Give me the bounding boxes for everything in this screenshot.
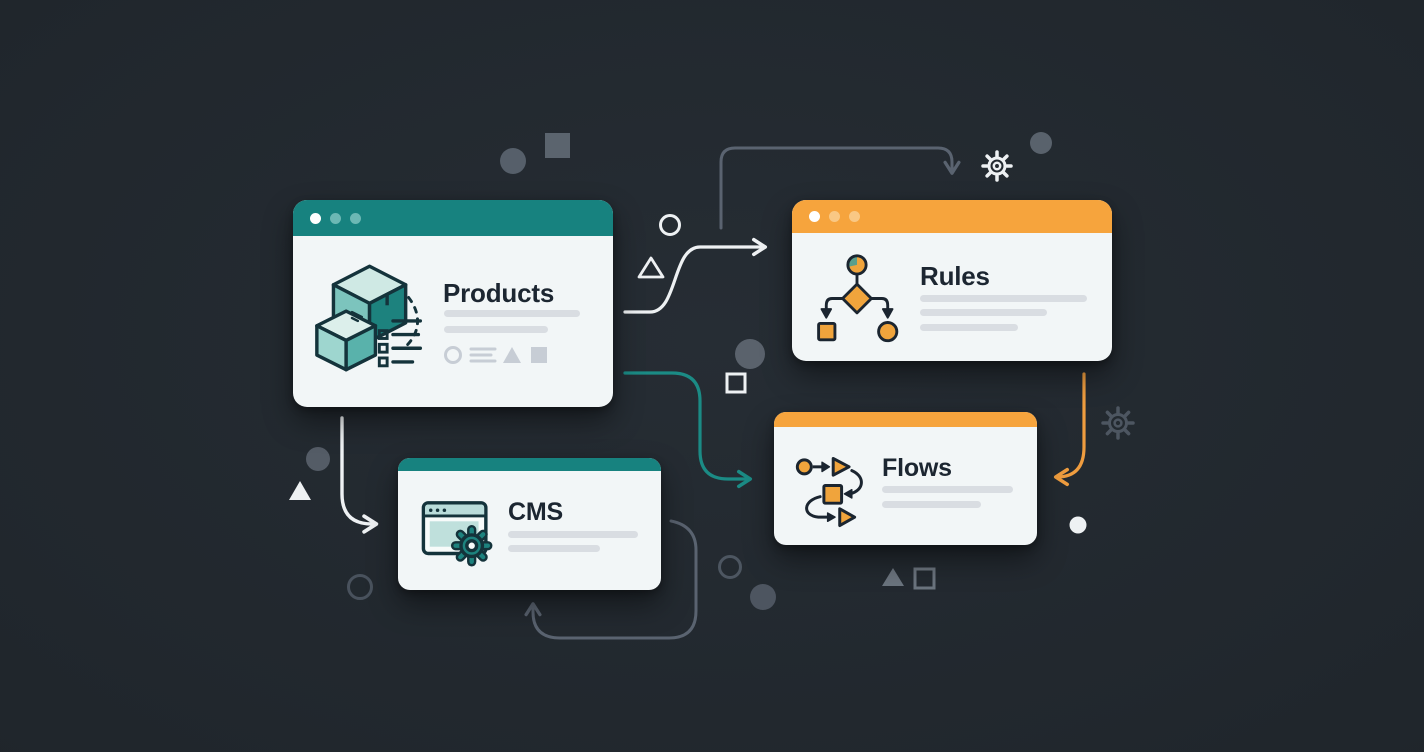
square-glyph: [531, 347, 547, 363]
rules-card-title: Rules: [920, 261, 990, 291]
cms-card-titlebar: [398, 458, 661, 471]
circle-outline-decoration: [718, 555, 742, 579]
cms-bottom-loop-arrow: [524, 519, 698, 640]
dashed-curve: [401, 296, 420, 351]
square-outline-decoration: [725, 372, 747, 394]
placeholder-line: [508, 531, 638, 538]
products-to-cms-arrow: [340, 416, 379, 534]
dot-decoration: [1030, 132, 1052, 154]
loop-to-rules-arrow: [719, 146, 961, 230]
circle-outline-decoration: [659, 214, 681, 236]
products-card-titlebar: [293, 200, 613, 236]
cms-card-title: CMS: [508, 498, 563, 526]
products-card-body: Products: [293, 200, 613, 407]
products-to-flows-arrow: [623, 371, 753, 489]
triangle-decoration: [882, 568, 904, 586]
window-dot: [849, 211, 860, 222]
placeholder-line: [882, 501, 981, 508]
cms-card-window: CMS: [398, 458, 661, 590]
rules-card-window: Rules: [792, 200, 1112, 361]
rules-card-body: Rules: [792, 200, 1112, 361]
window-dot: [310, 212, 321, 224]
square-outline-decoration: [913, 567, 936, 590]
dot-decoration: [735, 339, 765, 369]
cms-card-body: CMS: [398, 458, 661, 590]
decision-tree-icon: [817, 254, 899, 343]
square-decoration: [545, 133, 570, 158]
browser-gear-icon: [421, 501, 493, 567]
shape-row-glyphs: [444, 346, 547, 364]
dot-decoration: [306, 447, 330, 471]
rules-card-titlebar: [792, 200, 1112, 233]
window-dot: [330, 212, 341, 224]
placeholder-line: [920, 309, 1047, 316]
placeholder-line: [508, 545, 600, 552]
products-card-window: Products: [293, 200, 613, 407]
window-dot: [829, 211, 840, 222]
placeholder-line: [920, 324, 1018, 331]
gear-icon: [1101, 406, 1135, 440]
flows-card-title: Flows: [882, 454, 952, 482]
checklist-glyph: [377, 319, 423, 368]
placeholder-line: [444, 326, 548, 333]
circle-glyph: [444, 346, 462, 364]
dot-decoration: [500, 148, 526, 174]
window-dot: [809, 211, 820, 222]
flow-sequence-icon: [795, 456, 863, 528]
menu-lines-glyph: [469, 347, 497, 363]
placeholder-line: [882, 486, 1013, 493]
triangle-decoration: [289, 481, 311, 500]
rules-to-flows-arrow: [1053, 372, 1086, 487]
flows-card-window: Flows: [774, 412, 1037, 545]
stacked-boxes-icon: [315, 264, 423, 372]
gear-icon: [981, 150, 1013, 182]
flows-card-body: Flows: [774, 412, 1037, 545]
gear-glyph: [450, 524, 493, 567]
triangle-glyph: [503, 347, 521, 363]
triangle-outline-decoration: [637, 256, 665, 279]
dot-decoration: [1069, 516, 1087, 534]
placeholder-line: [444, 310, 580, 317]
products-to-rules-arrow: [623, 237, 768, 314]
flows-card-titlebar: [774, 412, 1037, 427]
circle-outline-decoration: [347, 574, 373, 600]
window-dot: [350, 212, 361, 224]
products-card-title: Products: [443, 278, 555, 308]
placeholder-line: [920, 295, 1087, 302]
dot-decoration: [750, 584, 776, 610]
